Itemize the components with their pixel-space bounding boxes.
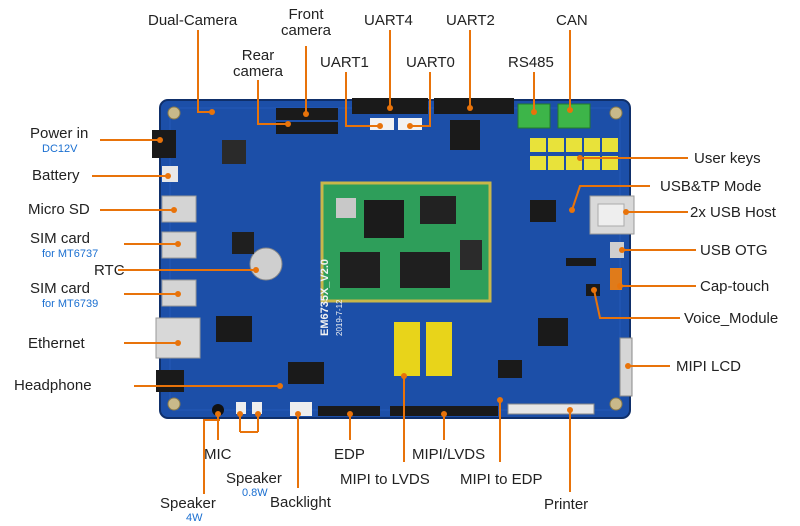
sublabel-sim-card-2: for MT6739 xyxy=(42,298,99,310)
label-speaker-08w: Speaker xyxy=(226,470,282,487)
label-mipi-to-lvds: MIPI to LVDS xyxy=(340,471,430,488)
mounting-hole xyxy=(609,397,623,411)
label-mipi-lcd: MIPI LCD xyxy=(676,358,742,375)
label-rs485: RS485 xyxy=(508,54,554,71)
label-micro-sd: Micro SD xyxy=(28,201,90,218)
label-uart2: UART2 xyxy=(446,12,495,29)
mic xyxy=(212,404,224,416)
label-rear-camera: Rear camera xyxy=(232,47,284,80)
speaker-4w-connector xyxy=(252,402,262,414)
label-cap-touch: Cap-touch xyxy=(700,278,770,295)
label-rtc: RTC xyxy=(94,262,125,279)
label-usb-tp-mode: USB&TP Mode xyxy=(660,178,762,195)
printer-connector xyxy=(507,403,595,415)
label-can: CAN xyxy=(556,12,588,29)
board-model-silkscreen: EM6735X_V2.0 xyxy=(319,259,331,336)
ethernet-jack xyxy=(155,317,201,359)
label-uart1: UART1 xyxy=(320,54,369,71)
label-uart4: UART4 xyxy=(364,12,413,29)
label-power-in: Power in xyxy=(30,125,89,142)
sublabel-power-in: DC12V xyxy=(42,143,78,155)
rtc-battery xyxy=(249,247,283,281)
label-usb-host: 2x USB Host xyxy=(690,204,776,221)
label-mipi-lvds: MIPI/LVDS xyxy=(412,446,486,463)
board-date-silkscreen: 2019-7-12 xyxy=(335,299,344,336)
label-mic: MIC xyxy=(204,446,232,463)
sublabel-sim-card-1: for MT6737 xyxy=(42,248,99,260)
headphone-jack xyxy=(156,370,184,392)
power-jack xyxy=(152,130,176,158)
backlight-connector xyxy=(290,402,312,416)
callout-lines xyxy=(92,30,696,494)
soc-chip xyxy=(364,200,404,238)
label-battery: Battery xyxy=(32,167,80,184)
label-sim-card-1: SIM card xyxy=(30,230,91,247)
sublabel-speaker-08w: 0.8W xyxy=(242,487,268,499)
label-edp: EDP xyxy=(334,446,365,463)
mounting-hole xyxy=(609,106,623,120)
mounting-hole xyxy=(167,397,181,411)
rs485-terminal xyxy=(517,103,551,129)
label-voice-module: Voice_Module xyxy=(684,310,779,327)
uart2-connector xyxy=(434,98,514,114)
label-front-camera: Front camera xyxy=(280,6,332,39)
mipi-to-edp-chip xyxy=(426,322,452,376)
mipi-to-lvds-chip xyxy=(394,322,420,376)
label-backlight: Backlight xyxy=(270,494,331,511)
speaker-08w-connector xyxy=(236,402,246,414)
callout-dots xyxy=(157,105,631,417)
rear-camera-header xyxy=(276,122,338,134)
label-usb-otg: USB OTG xyxy=(700,242,768,259)
sublabel-speaker-4w: 4W xyxy=(186,512,203,524)
label-ethernet: Ethernet xyxy=(28,335,85,352)
label-uart0: UART0 xyxy=(406,54,455,71)
label-speaker-4w: Speaker xyxy=(160,495,216,512)
mounting-hole xyxy=(167,106,181,120)
label-dual-camera: Dual-Camera xyxy=(148,12,238,29)
label-printer: Printer xyxy=(544,496,589,513)
edp-connector xyxy=(318,406,380,416)
label-mipi-to-edp: MIPI to EDP xyxy=(460,471,543,488)
can-terminal xyxy=(557,103,591,129)
label-user-keys: User keys xyxy=(694,150,761,167)
label-sim-card-2: SIM card xyxy=(30,280,91,297)
label-headphone: Headphone xyxy=(14,377,92,394)
usb-otg-connector xyxy=(610,242,624,258)
